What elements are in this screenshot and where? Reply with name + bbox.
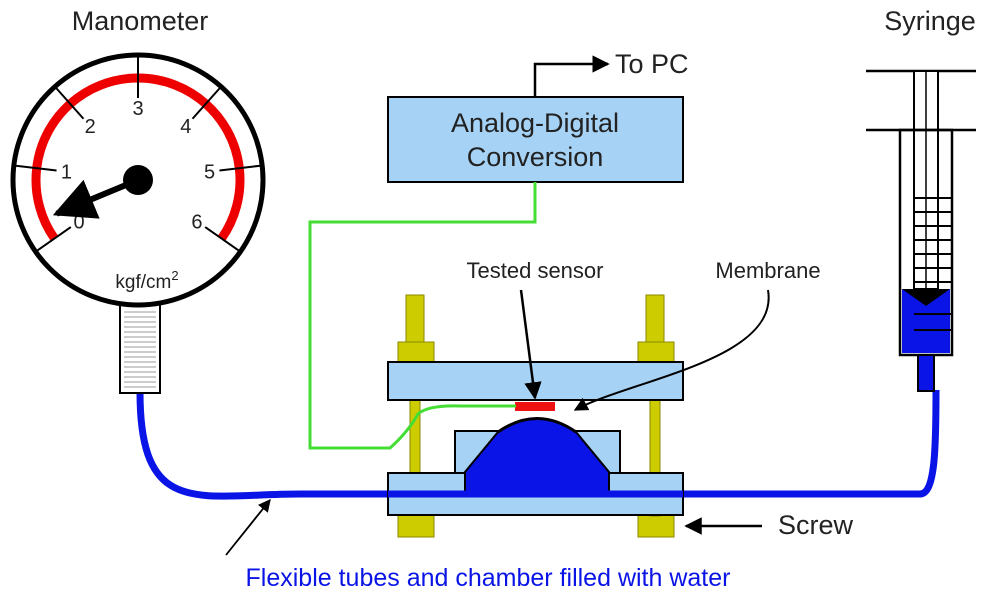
gauge-tick-label: 6 xyxy=(191,211,202,233)
syringe-graduations xyxy=(914,197,952,283)
syringe-water-graduations xyxy=(914,313,952,331)
callouts: Tested sensor Membrane Screw Flexible tu… xyxy=(225,258,854,592)
adc-box xyxy=(387,96,684,183)
membrane-label: Membrane xyxy=(715,258,820,283)
manometer-title: Manometer xyxy=(72,6,209,36)
adc-label-line2: Conversion xyxy=(467,142,604,172)
gauge-tick-label: 5 xyxy=(204,162,215,184)
tubes-label: Flexible tubes and chamber filled with w… xyxy=(246,564,731,592)
screw-right-nut xyxy=(637,341,675,363)
gauge-tick xyxy=(204,226,240,252)
gauge-unit-text: kgf/cm xyxy=(115,272,171,293)
pressure-chamber xyxy=(387,361,684,516)
gauge-tick-label: 3 xyxy=(132,98,143,120)
gauge-unit-superscript: 2 xyxy=(171,268,178,283)
gauge-tick-label: 0 xyxy=(73,211,84,233)
membrane-arrow xyxy=(573,289,770,411)
membrane-shape xyxy=(497,417,577,434)
tested-sensor-element xyxy=(515,402,555,411)
gauge-tick xyxy=(15,164,57,172)
manometer-stem xyxy=(119,302,161,394)
gauge-tick-labels: 0 1 2 3 4 5 6 xyxy=(61,98,215,233)
screw-left-bottom-nut xyxy=(397,514,435,538)
screw-left-nut xyxy=(397,341,435,363)
gauge-tick xyxy=(191,87,221,120)
gauge-tick-label: 1 xyxy=(61,162,72,184)
chamber-water xyxy=(464,417,610,493)
syringe-nozzle xyxy=(917,354,935,392)
adc-module: Analog-Digital Conversion To PC xyxy=(308,49,689,450)
syringe-title: Syringe xyxy=(884,6,976,36)
gauge-ticks xyxy=(15,57,261,252)
tested-sensor-label: Tested sensor xyxy=(467,258,604,283)
to-pc-label: To PC xyxy=(615,49,689,79)
flexible-tube xyxy=(136,389,940,500)
screw-right-top xyxy=(645,294,665,344)
pc-output-wire xyxy=(533,55,610,97)
sensor-signal-wire xyxy=(308,182,537,450)
adc-label-line1: Analog-Digital xyxy=(451,108,619,138)
gauge-tick xyxy=(55,87,85,120)
syringe: Syringe xyxy=(866,6,976,392)
gauge-tick-label: 2 xyxy=(85,116,96,138)
gauge-tick xyxy=(219,164,261,172)
screw-left-top xyxy=(405,294,425,344)
gauge-unit: kgf/cm2 xyxy=(115,268,178,293)
manometer-stem-threads xyxy=(124,311,156,388)
gauge-tick xyxy=(36,226,72,252)
tested-sensor-arrow xyxy=(519,289,542,400)
screw-right-bottom xyxy=(637,514,675,538)
screws xyxy=(397,294,675,538)
gauge-hub xyxy=(123,165,153,195)
syringe-plunger-tip xyxy=(902,289,950,306)
tubes-arrow xyxy=(225,499,271,556)
screw-label: Screw xyxy=(778,510,854,540)
gauge-tick-label: 4 xyxy=(180,116,191,138)
